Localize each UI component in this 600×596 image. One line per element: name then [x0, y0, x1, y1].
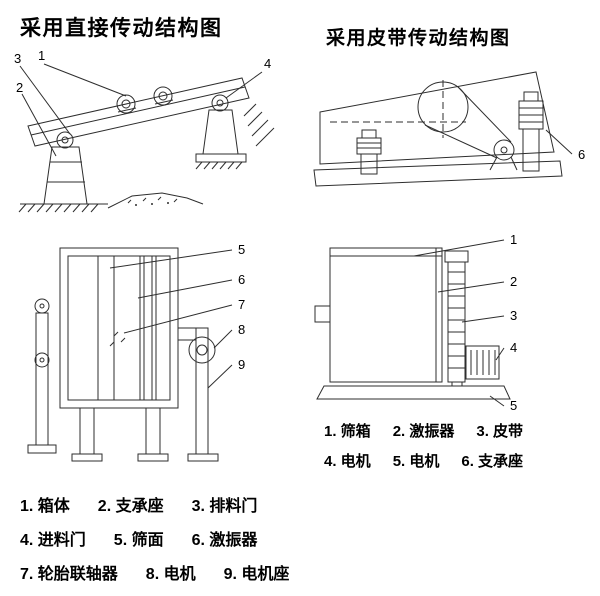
- legend-item: 4. 进料门: [20, 532, 86, 549]
- legend-row: 1. 箱体 2. 支承座 3. 排料门: [20, 492, 317, 516]
- legend-belt-drive: 1. 筛箱 2. 激振器 3. 皮带 4. 电机 5. 电机 6. 支承座: [324, 420, 545, 480]
- callout-2: 2: [510, 274, 517, 289]
- callout-6: 6: [578, 147, 585, 162]
- diagram-direct-drive-side-view: 3 1 2 4: [6, 46, 296, 231]
- legend-direct-drive: 1. 箱体 2. 支承座 3. 排料门 4. 进料门 5. 筛面 6. 激振器 …: [20, 492, 317, 594]
- callout-7: 7: [238, 297, 245, 312]
- page-title-belt-drive: 采用皮带传动结构图: [326, 28, 511, 49]
- callout-2: 2: [16, 80, 23, 95]
- legend-item: 2. 支承座: [97, 498, 164, 515]
- callout-5: 5: [238, 242, 245, 257]
- legend-item: 1. 箱体: [20, 498, 70, 515]
- callout-6: 6: [238, 272, 245, 287]
- legend-item: 7. 轮胎联轴器: [20, 566, 118, 583]
- callout-1: 1: [38, 48, 45, 63]
- diagram-direct-drive-front-view: 5 6 7 8 9: [26, 236, 278, 476]
- legend-item: 1. 筛箱: [324, 423, 371, 440]
- legend-row: 4. 电机 5. 电机 6. 支承座: [324, 450, 545, 471]
- legend-row: 4. 进料门 5. 筛面 6. 激振器: [20, 526, 317, 550]
- diagram-belt-drive-front-view: 1 2 3 4 5: [302, 226, 530, 428]
- callout-4: 4: [264, 56, 271, 71]
- callout-3: 3: [510, 308, 517, 323]
- callout-9: 9: [238, 357, 245, 372]
- legend-item: 3. 排料门: [191, 498, 258, 515]
- legend-item: 4. 电机: [324, 453, 371, 470]
- legend-row: 1. 筛箱 2. 激振器 3. 皮带: [324, 420, 545, 441]
- legend-item: 8. 电机: [145, 566, 196, 583]
- callout-4: 4: [510, 340, 517, 355]
- callout-5: 5: [510, 398, 517, 413]
- callout-3: 3: [14, 51, 21, 66]
- legend-row: 7. 轮胎联轴器 8. 电机 9. 电机座: [20, 560, 317, 584]
- legend-item: 5. 筛面: [113, 532, 164, 549]
- page-title-direct-drive: 采用直接传动结构图: [20, 17, 223, 40]
- legend-item: 9. 电机座: [223, 566, 290, 583]
- legend-item: 5. 电机: [392, 453, 440, 470]
- legend-item: 3. 皮带: [476, 423, 524, 440]
- legend-item: 6. 支承座: [461, 453, 524, 470]
- callout-1: 1: [510, 232, 517, 247]
- diagram-belt-drive-side-view: 6: [306, 58, 590, 228]
- legend-item: 2. 激振器: [392, 423, 455, 440]
- legend-item: 6. 激振器: [191, 532, 258, 549]
- callout-8: 8: [238, 322, 245, 337]
